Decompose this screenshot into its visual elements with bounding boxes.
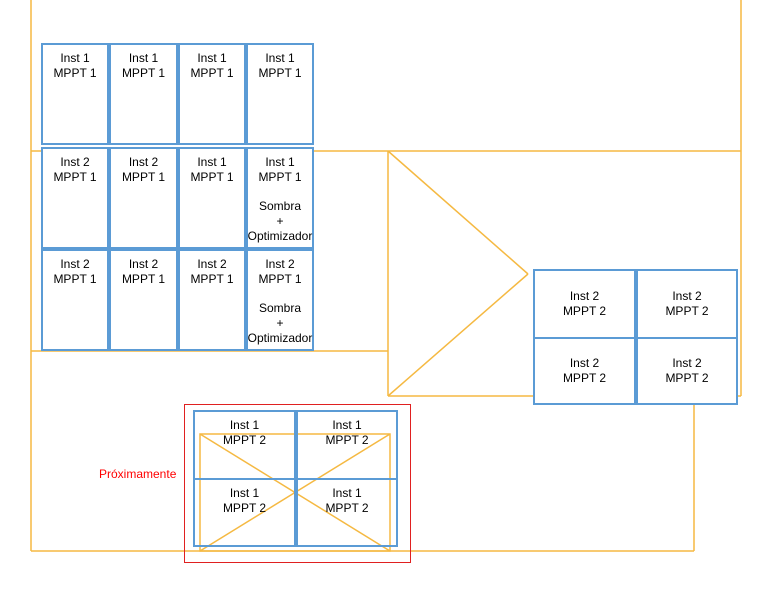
panel-a1: Inst 1 MPPT 1 bbox=[41, 43, 109, 145]
panel-a4: Inst 1 MPPT 1 bbox=[246, 43, 314, 145]
panel-mppt: MPPT 2 bbox=[325, 501, 369, 515]
future-highlight-box bbox=[184, 404, 411, 563]
panel-inst: Inst 2 bbox=[569, 356, 600, 370]
panel-mppt: MPPT 2 bbox=[325, 433, 369, 447]
panel-mppt: MPPT 2 bbox=[562, 371, 607, 385]
panel-mppt: MPPT 1 bbox=[190, 170, 234, 184]
panel-note-plus: + bbox=[276, 214, 284, 228]
panel-mppt: MPPT 1 bbox=[258, 272, 302, 286]
panel-note-optimizador: Optimizador bbox=[247, 229, 313, 243]
panel-c4: Inst 2 MPPT 1 Sombra + Optimizador bbox=[246, 249, 314, 351]
panel-inst: Inst 2 bbox=[60, 155, 90, 169]
panel-e2: Inst 1 MPPT 2 bbox=[296, 410, 398, 480]
panel-mppt: MPPT 2 bbox=[562, 304, 607, 318]
panel-b4: Inst 1 MPPT 1 Sombra + Optimizador bbox=[246, 147, 314, 249]
panel-d2: Inst 2 MPPT 2 bbox=[636, 269, 738, 339]
panel-mppt: MPPT 2 bbox=[665, 371, 709, 385]
panel-c2: Inst 2 MPPT 1 bbox=[109, 249, 178, 351]
panel-c3: Inst 2 MPPT 1 bbox=[178, 249, 246, 351]
panel-inst: Inst 1 bbox=[332, 418, 362, 432]
panel-note-optimizador: Optimizador bbox=[247, 331, 313, 345]
panel-inst: Inst 1 bbox=[332, 486, 362, 500]
panel-mppt: MPPT 1 bbox=[190, 272, 234, 286]
panel-mppt: MPPT 2 bbox=[222, 501, 267, 515]
panel-mppt: MPPT 1 bbox=[53, 272, 97, 286]
panel-inst: Inst 1 bbox=[229, 418, 260, 432]
panel-inst: Inst 2 bbox=[265, 257, 295, 271]
panel-inst: Inst 2 bbox=[672, 356, 702, 370]
panel-d3: Inst 2 MPPT 2 bbox=[533, 337, 636, 405]
panel-inst: Inst 1 bbox=[229, 486, 260, 500]
panel-note-sombra: Sombra bbox=[258, 199, 302, 213]
panel-inst: Inst 1 bbox=[265, 51, 295, 65]
panel-note-sombra: Sombra bbox=[258, 301, 302, 315]
panel-inst: Inst 2 bbox=[197, 257, 227, 271]
panel-note-plus: + bbox=[276, 316, 284, 330]
panel-inst: Inst 2 bbox=[128, 155, 159, 169]
panel-mppt: MPPT 1 bbox=[121, 170, 166, 184]
panel-mppt: MPPT 2 bbox=[222, 433, 267, 447]
panel-mppt: MPPT 1 bbox=[190, 66, 234, 80]
panel-a2: Inst 1 MPPT 1 bbox=[109, 43, 178, 145]
panel-inst: Inst 2 bbox=[569, 289, 600, 303]
panel-inst: Inst 1 bbox=[197, 51, 227, 65]
panel-mppt: MPPT 1 bbox=[53, 66, 97, 80]
panel-inst: Inst 2 bbox=[60, 257, 90, 271]
panel-mppt: MPPT 2 bbox=[665, 304, 709, 318]
roof-hip-diag-down bbox=[387, 273, 529, 397]
panel-e3: Inst 1 MPPT 2 bbox=[193, 478, 296, 547]
panel-mppt: MPPT 1 bbox=[121, 66, 166, 80]
panel-b1: Inst 2 MPPT 1 bbox=[41, 147, 109, 249]
panel-mppt: MPPT 1 bbox=[258, 66, 302, 80]
panel-a3: Inst 1 MPPT 1 bbox=[178, 43, 246, 145]
panel-inst: Inst 1 bbox=[197, 155, 227, 169]
panel-e4: Inst 1 MPPT 2 bbox=[296, 478, 398, 547]
panel-inst: Inst 2 bbox=[128, 257, 159, 271]
panel-inst: Inst 1 bbox=[265, 155, 295, 169]
panel-b2: Inst 2 MPPT 1 bbox=[109, 147, 178, 249]
panel-e1: Inst 1 MPPT 2 bbox=[193, 410, 296, 480]
panel-mppt: MPPT 1 bbox=[121, 272, 166, 286]
panel-d4: Inst 2 MPPT 2 bbox=[636, 337, 738, 405]
panel-inst: Inst 1 bbox=[60, 51, 90, 65]
panel-d1: Inst 2 MPPT 2 bbox=[533, 269, 636, 339]
panel-mppt: MPPT 1 bbox=[258, 170, 302, 184]
panel-inst: Inst 1 bbox=[128, 51, 159, 65]
panel-b3: Inst 1 MPPT 1 bbox=[178, 147, 246, 249]
roof-hip-diag-up bbox=[387, 150, 529, 275]
panel-mppt: MPPT 1 bbox=[53, 170, 97, 184]
panel-inst: Inst 2 bbox=[672, 289, 702, 303]
future-label: Próximamente bbox=[99, 467, 177, 481]
panel-c1: Inst 2 MPPT 1 bbox=[41, 249, 109, 351]
